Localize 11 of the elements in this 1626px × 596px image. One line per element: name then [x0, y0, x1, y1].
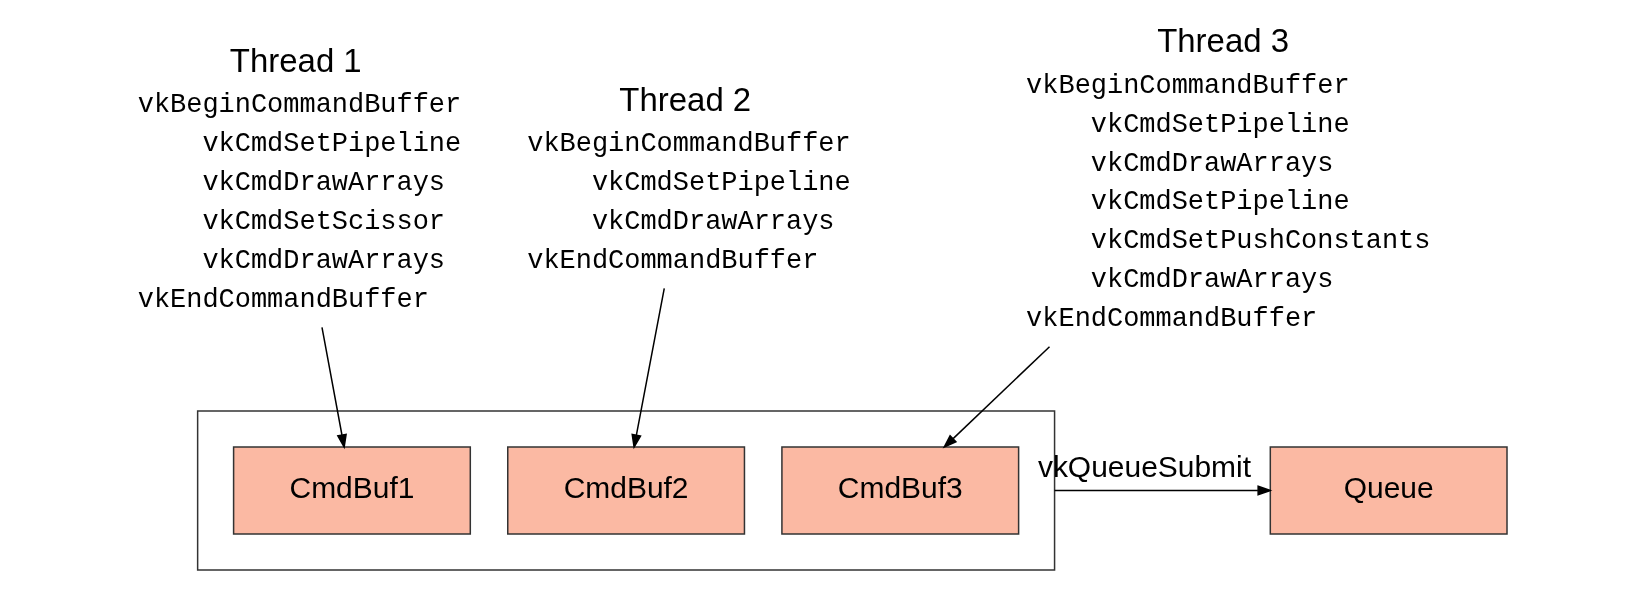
node-text: Thread 3 vkBeginCommandBuffer vkCmdSetPipeline vkCmdDrawArrays vkCmdSetPipeline vkCmdSetPushConstants vkCmdDrawArrays vkEndCommandBuffer	[1026, 22, 1431, 335]
node-box: CmdBuf2	[507, 446, 746, 535]
node-box: CmdBuf1	[232, 446, 472, 535]
node-box: Queue	[1269, 446, 1508, 535]
arrow	[321, 326, 347, 450]
node-box: CmdBuf3	[781, 446, 1020, 535]
arrow	[1053, 485, 1273, 496]
node-text: Thread 2 vkBeginCommandBuffer vkCmdSetPipeline vkCmdDrawArrays vkEndCommandBuffer	[527, 80, 851, 276]
arrow	[631, 287, 665, 450]
arrow	[942, 345, 1051, 449]
node-text: Thread 1 vkBeginCommandBuffer vkCmdSetPipeline vkCmdDrawArrays vkCmdSetScissor vkCmdDrawArrays vkEndCommandBuffer	[137, 41, 462, 315]
